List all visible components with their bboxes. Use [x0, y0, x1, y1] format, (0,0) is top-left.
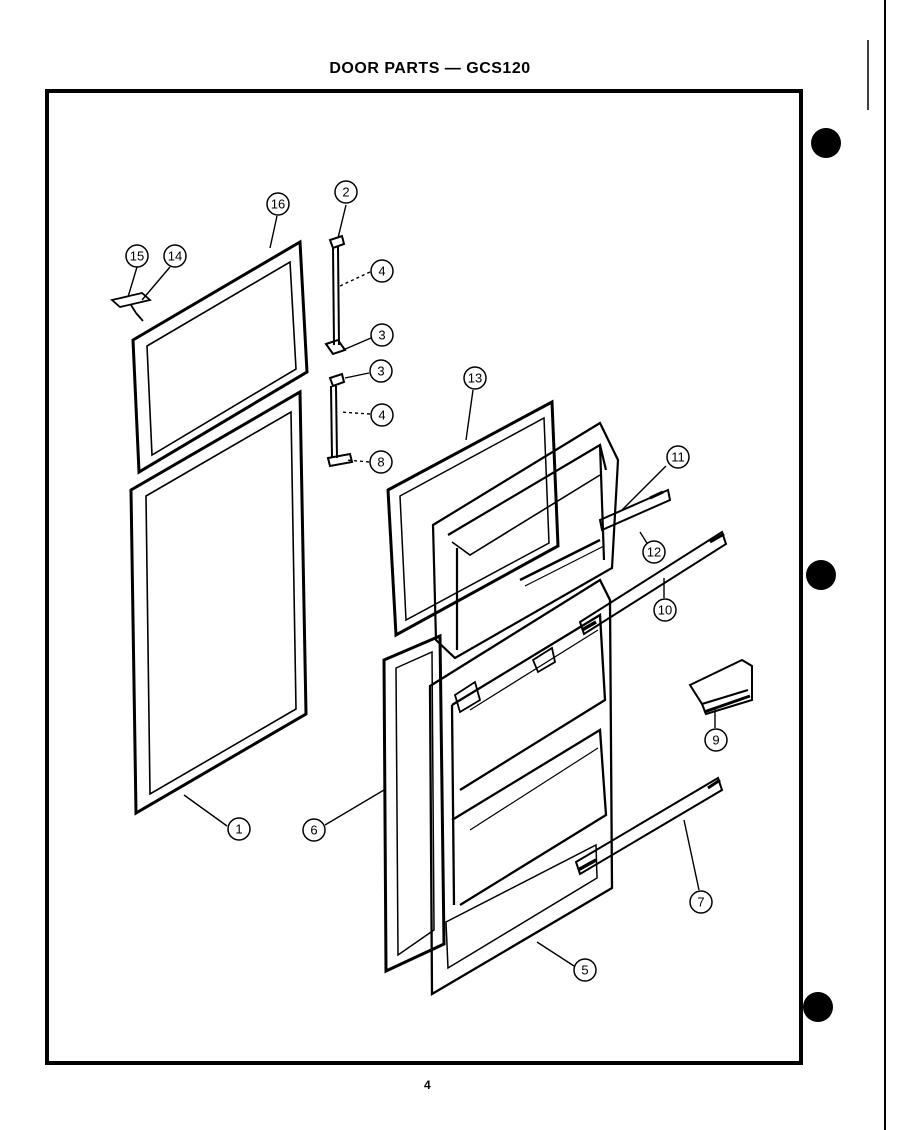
- page-title: DOOR PARTS — GCS120: [329, 60, 531, 77]
- callout-7: 7: [689, 890, 713, 914]
- freezer-gasket-part-16: [131, 239, 309, 475]
- callout-4-lower: 4: [370, 403, 394, 427]
- shelf-rail-part-10: [578, 530, 728, 636]
- svg-text:12: 12: [647, 545, 661, 560]
- callout-3-lower: 3: [369, 359, 393, 383]
- callout-3-upper: 3: [370, 323, 394, 347]
- svg-text:5: 5: [581, 963, 588, 978]
- binder-hole-top: [811, 128, 841, 158]
- svg-text:9: 9: [712, 733, 719, 748]
- callout-8: 8: [369, 450, 393, 474]
- svg-text:16: 16: [271, 197, 285, 212]
- svg-text:1: 1: [235, 822, 242, 837]
- callout-2: 2: [334, 180, 358, 204]
- callout-5: 5: [573, 958, 597, 982]
- svg-text:13: 13: [468, 371, 482, 386]
- svg-text:3: 3: [377, 364, 384, 379]
- handle-trim-part-9: [688, 658, 753, 716]
- callout-16: 16: [266, 192, 290, 216]
- hinge-clip-part-15-14: [110, 292, 152, 322]
- svg-text:11: 11: [671, 450, 685, 465]
- binder-hole-middle: [806, 560, 836, 590]
- page-number: 4: [424, 1078, 431, 1092]
- callout-6: 6: [302, 818, 326, 842]
- svg-text:15: 15: [130, 249, 144, 264]
- hinge-assembly-parts-2-3-4-8: [324, 234, 354, 468]
- svg-text:14: 14: [168, 249, 182, 264]
- callout-10: 10: [653, 598, 677, 622]
- fresh-food-door-liner-part-5: [428, 578, 614, 997]
- leader-lines: [127, 204, 716, 967]
- callout-14: 14: [163, 244, 187, 268]
- svg-text:8: 8: [377, 455, 384, 470]
- svg-text:7: 7: [697, 895, 704, 910]
- svg-text:6: 6: [310, 823, 317, 838]
- diagram-frame: [45, 89, 803, 1065]
- svg-text:4: 4: [378, 408, 385, 423]
- svg-text:10: 10: [658, 603, 672, 618]
- freezer-door-liner: [431, 421, 620, 660]
- callout-11: 11: [666, 445, 690, 469]
- svg-text:2: 2: [342, 185, 349, 200]
- fresh-food-gasket-part-1: [129, 389, 308, 816]
- svg-text:3: 3: [378, 328, 385, 343]
- shelf-rail-part-12: [598, 488, 672, 532]
- fresh-food-liner-seal-part-6: [382, 633, 446, 974]
- svg-text:4: 4: [378, 264, 385, 279]
- shelf-rail-part-7: [574, 776, 724, 876]
- callout-13: 13: [463, 366, 487, 390]
- binder-hole-bottom: [803, 992, 833, 1022]
- callout-4-upper: 4: [370, 259, 394, 283]
- callout-15: 15: [125, 244, 149, 268]
- freezer-liner-seal-part-13: [386, 399, 560, 638]
- callout-12: 12: [642, 540, 666, 564]
- callout-1: 1: [227, 817, 251, 841]
- callout-9: 9: [704, 728, 728, 752]
